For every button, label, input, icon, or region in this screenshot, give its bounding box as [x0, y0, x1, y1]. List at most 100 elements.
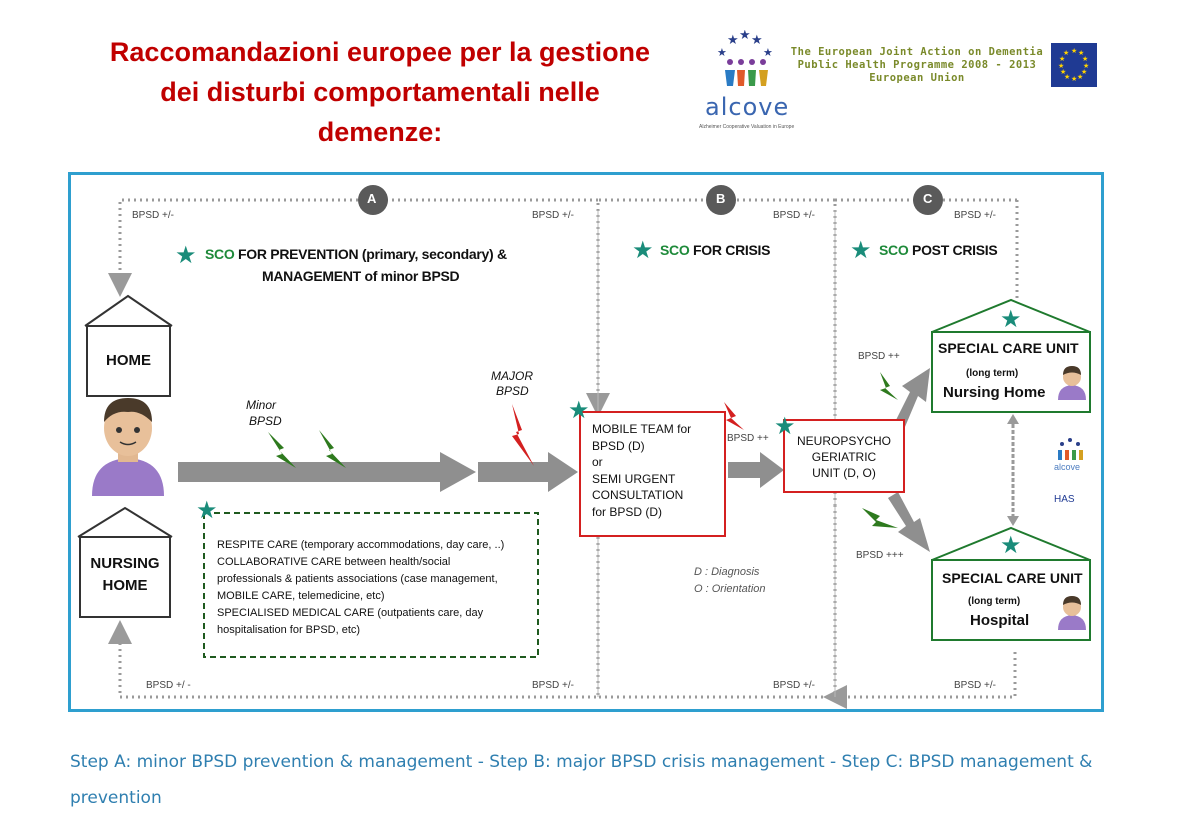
nursing-home-label-2: HOME: [102, 577, 148, 594]
neuro-line-1: NEUROPSYCHO: [796, 434, 891, 448]
nursing-home-label-1: NURSING: [90, 555, 160, 572]
care-line-5: SPECIALISED MEDICAL CARE (outpatients ca…: [217, 607, 484, 619]
eu-flag-icon: ★★★ ★★★ ★★★ ★★★: [1051, 43, 1097, 87]
sco-prevention-prefix: SCO: [205, 246, 235, 262]
star-icon-prevention: ★: [175, 241, 197, 269]
svg-text:★: ★: [1058, 62, 1064, 70]
svg-text:★: ★: [1083, 62, 1089, 70]
seal-has-text: HAS: [1054, 494, 1075, 505]
step-b-label: B: [716, 191, 726, 206]
seal-alcove-text: alcove: [1054, 462, 1081, 472]
bpsd-top-b: BPSD +/-: [773, 210, 815, 221]
star-icon-care: ★: [196, 496, 218, 524]
care-line-2: COLLABORATIVE CARE between health/social: [217, 556, 451, 568]
scu-link-up-arrow: [1007, 414, 1019, 424]
alcove-logo: ★★ ★★ ★: [717, 30, 773, 86]
mobile-line-4: SEMI URGENT: [592, 471, 676, 486]
step-c-label: C: [923, 191, 933, 206]
svg-text:★: ★: [1071, 75, 1077, 83]
sco-post-prefix: SCO: [879, 242, 909, 258]
figure-caption: Step A: minor BPSD prevention & manageme…: [70, 752, 1093, 808]
bpsd-pp-post: BPSD ++: [858, 351, 900, 362]
major-bpsd-label: BPSD: [496, 384, 529, 398]
care-line-1: RESPITE CARE (temporary accommodations, …: [217, 539, 505, 551]
lightning-minor-2: [319, 430, 346, 468]
diagram-frame: [68, 172, 1104, 712]
minor-bpsd-label: BPSD: [249, 414, 282, 428]
eu-line-1: The European Joint Action on Dementia: [790, 46, 1044, 58]
step-b-circle: [706, 185, 736, 215]
sco-crisis-prefix: SCO: [660, 242, 690, 258]
sco-prevention-line2: MANAGEMENT of minor BPSD: [262, 268, 460, 284]
eu-line-2: Public Health Programme 2008 - 2013: [797, 59, 1037, 71]
eu-programme-text: The European Joint Action on Dementia Pu…: [788, 46, 1046, 85]
title-line-3: demenze:: [317, 117, 443, 147]
care-line-4: MOBILE CARE, telemedicine, etc): [217, 590, 385, 602]
mobile-line-3: or: [592, 455, 603, 469]
scu-hospital-house: [931, 526, 1091, 641]
sco-prevention-line1: FOR PREVENTION (primary, secondary) &: [238, 246, 507, 262]
bpsd-top-c: BPSD +/-: [954, 210, 996, 221]
care-options-box: [203, 512, 539, 658]
bpsd-bottom-left: BPSD +/ -: [146, 680, 191, 691]
mobile-line-2: BPSD (D): [592, 438, 645, 453]
bpsd-ppp: BPSD +++: [856, 550, 904, 561]
sco-crisis-heading: SCO FOR CRISIS: [660, 242, 770, 258]
scu-hospital-avatar: [1058, 596, 1086, 630]
bpsd-bottom-c: BPSD +/-: [954, 680, 996, 691]
svg-text:★: ★: [727, 32, 739, 47]
lightning-minor-1: [268, 432, 296, 468]
svg-text:★: ★: [1059, 55, 1065, 63]
svg-text:★: ★: [751, 32, 763, 47]
star-icon-scu-hospital: ★: [1000, 531, 1022, 559]
step-c-circle: [913, 185, 943, 215]
scu-hospital-title: SPECIAL CARE UNIT: [942, 570, 1083, 586]
major-label: MAJOR: [491, 369, 533, 383]
mobile-box-text: MOBILE TEAM for BPSD (D) or SEMI URGENT …: [592, 421, 722, 520]
care-line-6: hospitalisation for BPSD, etc): [217, 624, 361, 636]
scu-nursing-title: SPECIAL CARE UNIT: [938, 340, 1079, 356]
care-line-3: professionals & patients associations (c…: [217, 573, 498, 585]
minor-label: Minor: [246, 398, 277, 412]
scu-hospital-term: (long term): [968, 596, 1021, 607]
svg-text:★: ★: [1078, 49, 1084, 57]
sco-post-heading: SCO POST CRISIS: [879, 242, 998, 258]
svg-text:★: ★: [739, 30, 751, 42]
svg-text:★: ★: [717, 47, 727, 59]
star-icon-scu-nursing: ★: [1000, 305, 1022, 333]
bpsd-bottom-a: BPSD +/-: [532, 680, 574, 691]
eu-line-3: European Union: [869, 72, 965, 84]
alcove-small-logo: [1058, 438, 1083, 460]
nursing-home-house: [77, 506, 173, 618]
arrow-to-scu-nursing: [892, 368, 930, 434]
patient-avatar: [92, 398, 164, 496]
sco-crisis-label: FOR CRISIS: [693, 242, 771, 258]
mobile-line-6: for BPSD (D): [592, 504, 663, 519]
scu-nursing-term: (long term): [966, 368, 1019, 379]
svg-text:★: ★: [1071, 47, 1077, 55]
lightning-crisis: [724, 402, 744, 430]
mobile-line-1: MOBILE TEAM for: [592, 422, 692, 436]
step-a-circle: [358, 185, 388, 215]
home-house: [84, 294, 173, 397]
svg-text:★: ★: [1064, 73, 1070, 81]
neuro-box-text: NEUROPSYCHO GERIATRIC UNIT (D, O): [784, 433, 904, 481]
step-a-label: A: [367, 191, 377, 206]
main-flow-arrow: [178, 452, 784, 492]
alcove-subtitle: Alzheimer Cooperative Valuation in Europ…: [699, 124, 795, 130]
lightning-pp: [880, 372, 898, 400]
title-line-2: dei disturbi comportamentali nelle: [160, 77, 600, 107]
star-icon-post: ★: [850, 236, 872, 264]
bpsd-bottom-b: BPSD +/-: [773, 680, 815, 691]
scu-nursing-avatar: [1058, 366, 1086, 400]
legend-diagnosis: D : Diagnosis: [694, 566, 760, 578]
lightning-major: [512, 404, 534, 466]
bpsd-pp-crisis: BPSD ++: [727, 433, 769, 444]
mobile-team-box: [579, 411, 726, 537]
svg-text:★: ★: [1060, 68, 1066, 76]
svg-text:★: ★: [763, 47, 773, 59]
sco-post-label: POST CRISIS: [912, 242, 998, 258]
alcove-wordmark: alcove: [705, 93, 790, 121]
scu-nursing-place: Nursing Home: [943, 384, 1046, 401]
